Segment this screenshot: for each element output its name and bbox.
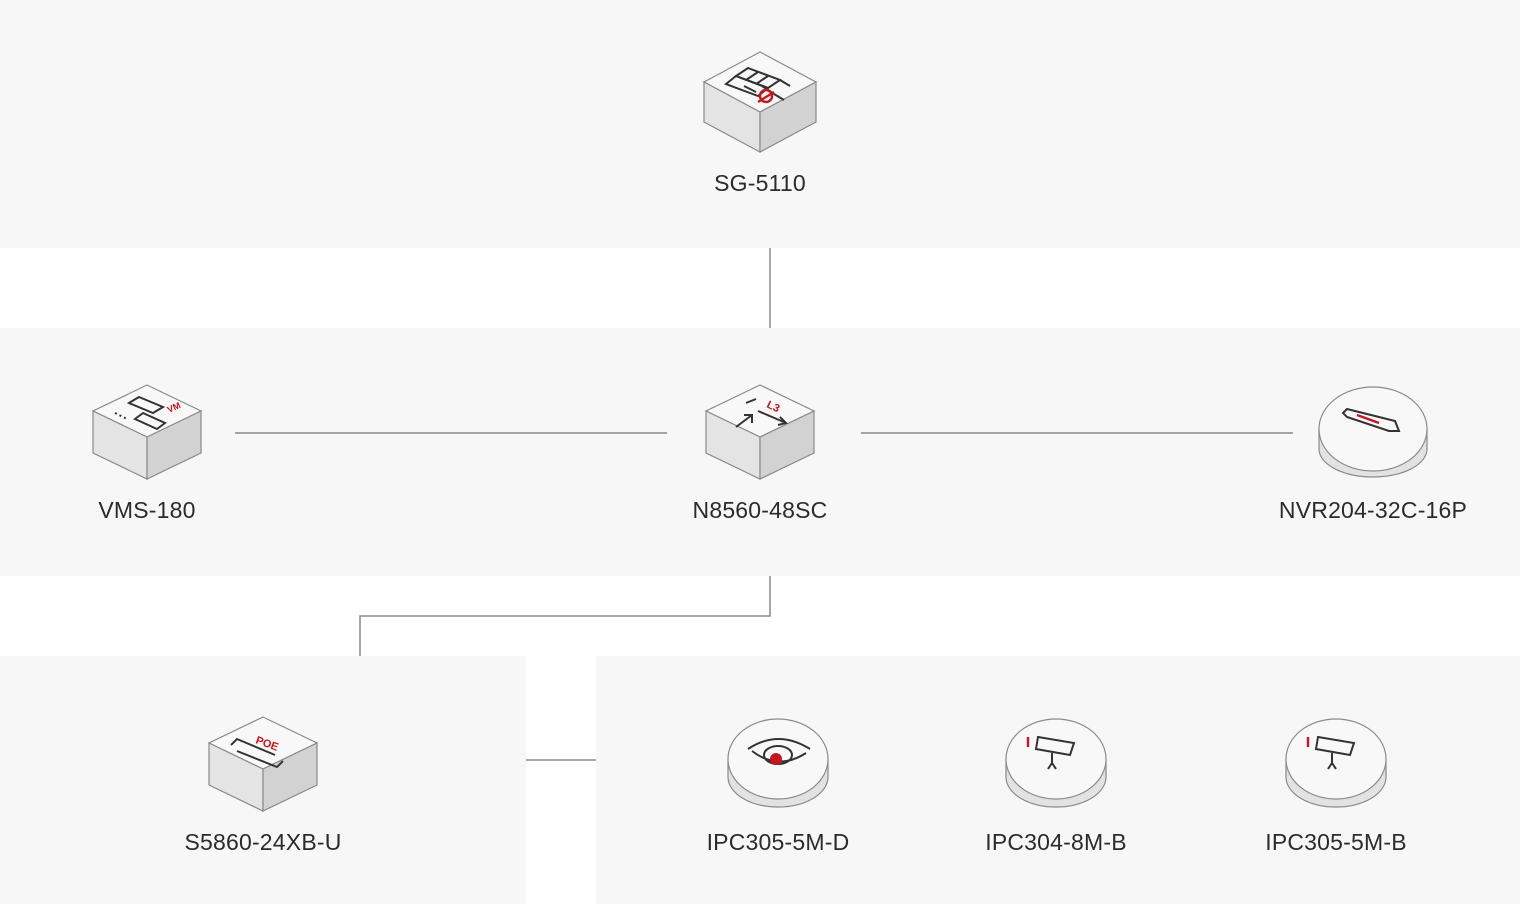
node-poe-switch[interactable]: POE S5860-24XB-U xyxy=(153,715,373,856)
node-label: IPC305-5M-D xyxy=(706,829,850,855)
link-core-poe-switch xyxy=(359,576,771,656)
node-camera-bullet-1[interactable]: IPC304-8M-B xyxy=(946,715,1166,856)
l3-text: L3 xyxy=(765,399,782,415)
node-firewall[interactable]: SG-5110 xyxy=(650,48,870,197)
node-core-switch[interactable]: L3 N8560-48SC xyxy=(650,383,870,524)
node-camera-dome[interactable]: IPC305-5M-D xyxy=(668,715,888,856)
node-label: NVR204-32C-16P xyxy=(1278,497,1468,523)
bullet-camera-icon xyxy=(1285,718,1387,808)
node-label: N8560-48SC xyxy=(692,497,828,523)
l3-switch-icon: L3 xyxy=(704,384,816,480)
node-nvr[interactable]: NVR204-32C-16P xyxy=(1263,383,1483,524)
node-label: VMS-180 xyxy=(98,497,196,523)
node-vms[interactable]: VM VMS-180 xyxy=(37,383,257,524)
node-label: SG-5110 xyxy=(714,170,806,196)
node-label: IPC304-8M-B xyxy=(985,829,1127,855)
nvr-icon xyxy=(1318,386,1428,478)
bullet-camera-icon xyxy=(1005,718,1107,808)
node-camera-bullet-2[interactable]: IPC305-5M-B xyxy=(1226,715,1446,856)
poe-switch-icon: POE xyxy=(207,716,319,812)
firewall-icon xyxy=(702,51,818,154)
node-label: IPC305-5M-B xyxy=(1265,829,1407,855)
vms-server-icon: VM xyxy=(91,384,203,480)
dome-camera-icon xyxy=(727,718,829,808)
node-label: S5860-24XB-U xyxy=(184,829,342,855)
